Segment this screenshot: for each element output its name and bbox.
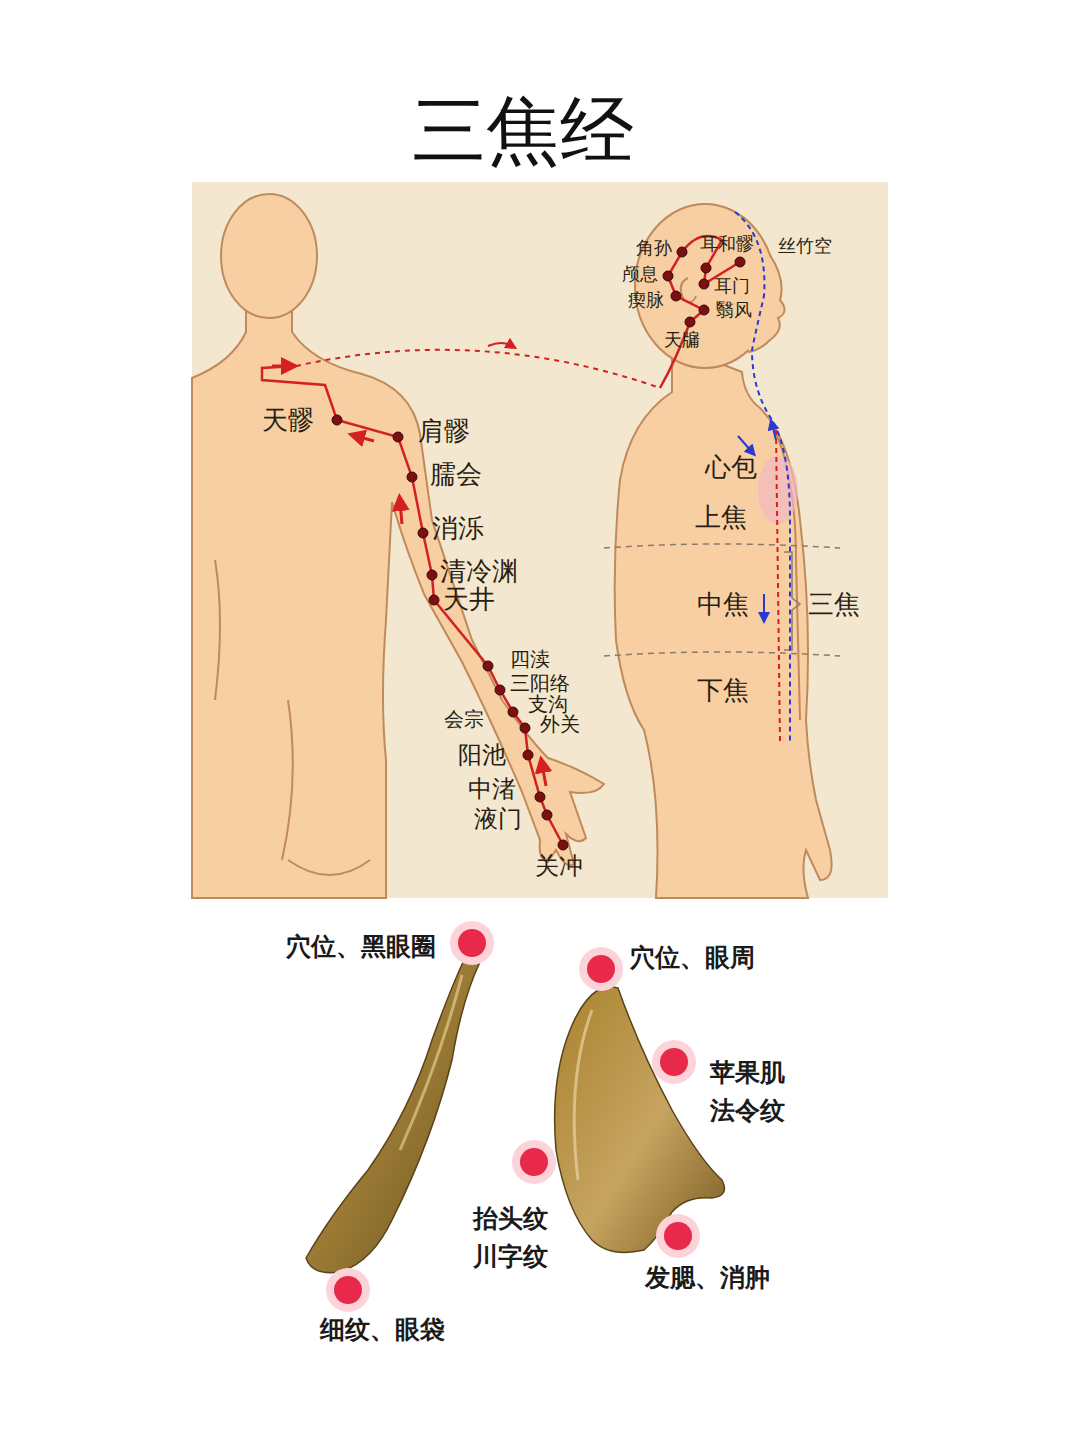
acupoints [332,247,745,850]
marker-ring [450,921,494,965]
acupoint [699,279,709,289]
acupoint-label: 瘈脉 [628,290,664,311]
acupoint-label: 三阳络 [510,672,570,695]
acupoint [677,247,687,257]
acupoint-label: 天髎 [262,406,314,436]
acupoint-label: 颅息 [622,264,658,285]
acupoint-label: 翳风 [716,300,752,321]
acupoint [699,305,709,315]
region-label: 心包 [705,453,757,483]
internal-path [776,430,780,742]
region-label: 上焦 [695,503,747,533]
flow-arrow [356,436,374,441]
acupoint-label: 会宗 [444,708,484,731]
acupoint-label: 外关 [540,713,580,736]
marker-ring [326,1268,370,1312]
marker-dot [587,955,615,983]
page-title: 三焦经 [0,82,1045,182]
tool-usage-label: 细纹、眼袋 [320,1316,445,1345]
acupoint [671,291,681,301]
marker-ring [579,947,623,991]
tool-usage-label: 抬头纹 川字纹 [473,1200,557,1275]
tool-usage-label: 发腮、消肿 [645,1264,770,1293]
flow-arrow [400,502,402,524]
marker-ring [652,1040,696,1084]
back-head [221,194,317,318]
marker-ring [656,1214,700,1258]
marker-dot [458,929,486,957]
tool-usage-label: 苹果肌 法令纹 [710,1054,794,1129]
acupoint-label: 耳和髎 [700,234,754,255]
acupoint [663,271,673,281]
back-line [215,560,220,700]
back-figure [192,194,604,898]
acupoint [542,810,552,820]
meridian-line [262,366,563,845]
acupoint-label: 清冷渊 [440,557,518,587]
bracket [784,552,800,650]
acupoint [495,685,505,695]
acupoint-label: 中渚 [468,776,516,804]
flow-arrow [488,343,512,346]
acupoint-label: 天井 [443,585,495,615]
acupoint-label: 丝竹空 [778,236,832,257]
tool-usage-label: 穴位、黑眼圈 [286,933,436,962]
acupoint [520,723,530,733]
tool-highlight [574,1010,592,1180]
buttock-line [282,700,370,875]
acupoint [418,528,428,538]
acupoint [427,570,437,580]
marker-dot [664,1222,692,1250]
marker-ring [512,1140,556,1184]
acupoint [483,661,493,671]
tool-highlight [400,975,462,1150]
acupoint-label: 液门 [474,806,522,834]
acupoint-label: 关冲 [535,853,583,881]
region-label: 三焦 [808,590,860,620]
region-label: 下焦 [697,676,749,706]
acupoint [535,792,545,802]
marker-dots [326,921,700,1312]
region-divider [604,544,840,548]
acupoint [701,263,711,273]
marker-dot [520,1148,548,1176]
acupoint-label: 臑会 [430,460,482,490]
acupoint [393,432,403,442]
gua-sha-tool [555,986,725,1252]
acupoint [407,472,417,482]
marker-dot [334,1276,362,1304]
region-divider [604,652,840,656]
gua-sha-tool [306,955,480,1272]
acupoint [523,750,533,760]
acupoint-label: 消泺 [432,514,484,544]
back-body [192,300,604,898]
flow-arrow [272,365,290,368]
meridian-connection [296,350,660,388]
side-body [615,345,832,898]
acupoint [508,707,518,717]
acupoint-label: 耳门 [714,276,750,297]
acupoint-label: 四渎 [510,648,550,671]
tool-usage-label: 穴位、眼周 [630,944,755,973]
flow-arrow [763,594,765,618]
flow-arrow [772,424,776,440]
acupoint-label: 阳池 [458,742,506,770]
acupoint [558,840,568,850]
flow-arrow [542,764,546,786]
acupoint [332,415,342,425]
region-label: 中焦 [697,590,749,620]
acupoint-label: 角孙 [636,238,672,259]
side-figure [615,204,832,898]
face-profile [748,255,785,352]
acupoint [429,595,439,605]
acupoint [735,257,745,267]
acupoint-label: 肩髎 [418,417,470,447]
flow-arrow [738,436,752,452]
acupoint [685,317,695,327]
acupoint-label: 天牖 [664,330,700,351]
marker-dot [660,1048,688,1076]
